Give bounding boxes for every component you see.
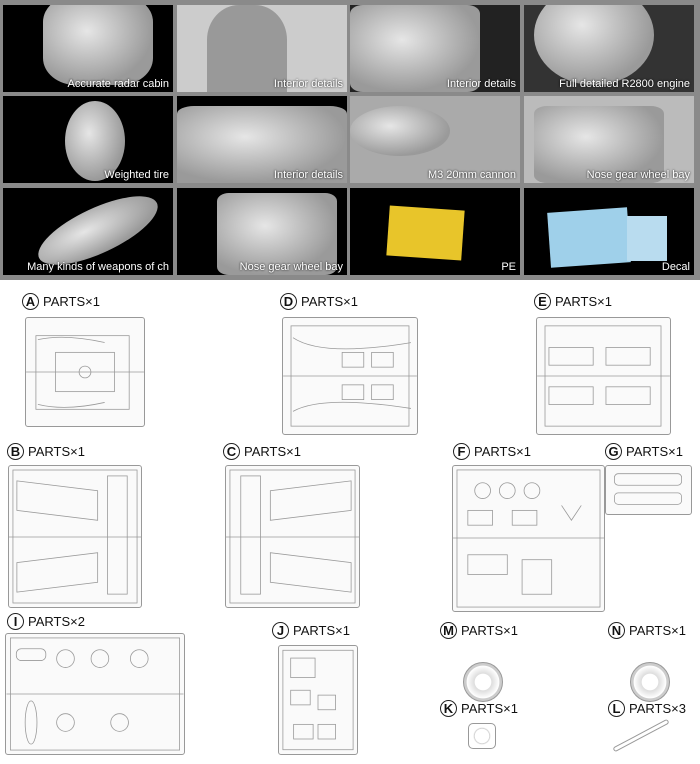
feature-caption: Decal xyxy=(661,261,690,273)
sprue-d xyxy=(282,317,418,435)
part-letter: D xyxy=(280,293,297,310)
parts-label-d: D PARTS×1 xyxy=(280,293,358,310)
wheel-part-m xyxy=(463,662,503,702)
feature-photo-cannon: M3 20mm cannon xyxy=(350,96,520,183)
feature-photo-grid: Accurate radar cabin Interior details In… xyxy=(0,0,700,280)
feature-caption: M3 20mm cannon xyxy=(427,169,516,181)
feature-photo-interior-2: Interior details xyxy=(350,5,520,92)
part-letter: A xyxy=(22,293,39,310)
feature-caption: Nose gear wheel bay xyxy=(586,169,690,181)
part-letter: F xyxy=(453,443,470,460)
part-count: PARTS×1 xyxy=(28,444,85,459)
part-letter: E xyxy=(534,293,551,310)
parts-label-l: L PARTS×3 xyxy=(608,700,686,717)
feature-photo-nose-bay-1: Nose gear wheel bay xyxy=(524,96,694,183)
part-count: PARTS×1 xyxy=(461,701,518,716)
part-letter: C xyxy=(223,443,240,460)
feature-caption: Nose gear wheel bay xyxy=(239,261,343,273)
parts-label-e: E PARTS×1 xyxy=(534,293,612,310)
feature-caption: Interior details xyxy=(273,78,343,90)
feature-caption: Weighted tire xyxy=(104,169,169,181)
sprue-c xyxy=(225,465,360,608)
sprue-f xyxy=(452,465,605,612)
sprue-j xyxy=(278,645,358,755)
feature-photo-weapons: Many kinds of weapons of ch xyxy=(3,188,173,275)
parts-label-b: B PARTS×1 xyxy=(7,443,85,460)
part-letter: I xyxy=(7,613,24,630)
rod-part-l xyxy=(612,718,670,753)
feature-photo-decal: Decal xyxy=(524,188,694,275)
sprue-b xyxy=(8,465,142,608)
parts-label-f: F PARTS×1 xyxy=(453,443,531,460)
part-letter: L xyxy=(608,700,625,717)
parts-label-g: G PARTS×1 xyxy=(605,443,683,460)
feature-photo-nose-bay-2: Nose gear wheel bay xyxy=(177,188,347,275)
part-count: PARTS×2 xyxy=(28,614,85,629)
part-count: PARTS×1 xyxy=(474,444,531,459)
parts-label-j: J PARTS×1 xyxy=(272,622,350,639)
parts-label-n: N PARTS×1 xyxy=(608,622,686,639)
feature-photo-engine: Full detailed R2800 engine xyxy=(524,5,694,92)
part-count: PARTS×1 xyxy=(461,623,518,638)
feature-caption: PE xyxy=(501,261,516,273)
feature-photo-tire: Weighted tire xyxy=(3,96,173,183)
part-count: PARTS×1 xyxy=(626,444,683,459)
part-letter: J xyxy=(272,622,289,639)
part-count: PARTS×1 xyxy=(555,294,612,309)
parts-label-k: K PARTS×1 xyxy=(440,700,518,717)
parts-label-a: A PARTS×1 xyxy=(22,293,100,310)
feature-photo-interior-1: Interior details xyxy=(177,5,347,92)
feature-caption: Interior details xyxy=(273,169,343,181)
feature-photo-pe: PE xyxy=(350,188,520,275)
part-letter: M xyxy=(440,622,457,639)
parts-label-i: I PARTS×2 xyxy=(7,613,85,630)
sprue-i xyxy=(5,633,185,755)
feature-caption: Many kinds of weapons of ch xyxy=(27,261,169,273)
part-count: PARTS×3 xyxy=(629,701,686,716)
feature-caption: Interior details xyxy=(446,78,516,90)
part-count: PARTS×1 xyxy=(43,294,100,309)
feature-photo-interior-3: Interior details xyxy=(177,96,347,183)
part-count: PARTS×1 xyxy=(244,444,301,459)
part-letter: G xyxy=(605,443,622,460)
part-count: PARTS×1 xyxy=(629,623,686,638)
part-k xyxy=(468,723,496,749)
parts-label-c: C PARTS×1 xyxy=(223,443,301,460)
part-letter: N xyxy=(608,622,625,639)
part-letter: B xyxy=(7,443,24,460)
part-letter: K xyxy=(440,700,457,717)
part-count: PARTS×1 xyxy=(301,294,358,309)
feature-caption: Full detailed R2800 engine xyxy=(559,78,690,90)
sprue-g xyxy=(605,465,692,515)
sprue-e xyxy=(536,317,671,435)
feature-photo-radar-cabin: Accurate radar cabin xyxy=(3,5,173,92)
parts-label-m: M PARTS×1 xyxy=(440,622,518,639)
part-count: PARTS×1 xyxy=(293,623,350,638)
wheel-part-n xyxy=(630,662,670,702)
feature-caption: Accurate radar cabin xyxy=(67,78,170,90)
sprue-a xyxy=(25,317,145,427)
